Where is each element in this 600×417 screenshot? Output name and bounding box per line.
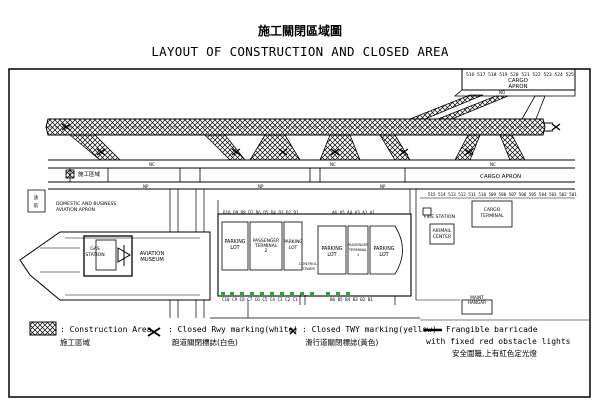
- page-title-chinese: 施工關閉區域圖: [257, 24, 342, 38]
- svg-text:NP: NP: [380, 184, 386, 189]
- map-frame: [8, 68, 591, 398]
- svg-text:NC: NC: [490, 162, 496, 167]
- cargo-apron-top: 516 517 518 519 520 521 522 523 524 525 …: [453, 69, 576, 97]
- cargo-apron-mid-stands: 515 514 513 512 511 510 509 508 507 506 …: [420, 192, 577, 199]
- stand-labels-mid-cargo: 515 514 513 512 511 510 509 508 507 506 …: [428, 192, 577, 197]
- legend-closed-twy-cn: 滑行道關閉標誌(黃色): [305, 337, 378, 347]
- svg-text:FIRE STATION: FIRE STATION: [424, 214, 455, 220]
- page-title-english: LAYOUT OF CONSTRUCTION AND CLOSED AREA: [151, 44, 449, 59]
- parallel-taxiway-nc: NC NC NC: [48, 134, 575, 169]
- legend-closed-twy-en: : Closed TWY marking(yellow): [302, 325, 437, 334]
- south-gates-c: C10 C9 C8 C7 C6 C5 C4 C3 C2 C1: [222, 297, 298, 302]
- legend-closed-rwy-cn: 跑道關閉標誌(白色): [172, 337, 238, 347]
- south-gates-b: B6 B5 B4 B3 B2 B1: [330, 297, 373, 302]
- legend-barricade-cn: 安全圍籬,上有紅色定光燈: [452, 348, 537, 358]
- legend-construction-en: : Construction Area: [60, 325, 152, 334]
- legend-barricade-en-2: with fixed red obstacle lights: [426, 337, 571, 346]
- fire-station: FIRE STATION: [422, 207, 455, 220]
- stand-labels-top-cargo: 516 517 518 519 520 521 522 523 524 525: [466, 72, 574, 78]
- svg-text:遠: 遠: [34, 194, 39, 201]
- closed-twy-marking-icon: [289, 327, 297, 335]
- legend-barricade-en-1: Frangible barricade: [446, 325, 538, 334]
- open-stands: [221, 292, 350, 296]
- svg-text:NC: NC: [149, 162, 155, 167]
- north-gates-d: D10 D9 D8 D7 D6 D5 D4 D3 D2 D1: [223, 210, 299, 215]
- construction-zone-small: 施工區域: [65, 169, 101, 179]
- north-gates-a: A6 A5 A4 A3 A2 A1: [332, 210, 375, 215]
- svg-text:NO: NO: [499, 90, 505, 95]
- cargo-apron-mid: CARGO APRON: [480, 174, 521, 180]
- taxiway-np: NP NP NP CARGO APRON: [48, 168, 575, 190]
- svg-text:NP: NP: [143, 184, 149, 189]
- closed-runway: [45, 118, 561, 136]
- terminal-complex: D10 D9 D8 D7 D6 D5 D4 D3 D2 D1 C10 C9 C8…: [217, 210, 412, 302]
- closed-link-taxiways-north: [409, 94, 546, 120]
- svg-text:施工區域: 施工區域: [78, 170, 101, 178]
- legend-closed-rwy-en: : Closed Rwy marking(white): [168, 325, 298, 334]
- closed-rwy-marking-icon: [147, 327, 161, 337]
- svg-text:NP: NP: [258, 184, 264, 189]
- legend: : Construction Area 施工區域 : Closed Rwy ma…: [29, 321, 571, 358]
- legend-construction-cn: 施工區域: [60, 337, 90, 347]
- legend-hatch-swatch: [29, 321, 57, 336]
- svg-text:航: 航: [34, 202, 39, 209]
- svg-text:NC: NC: [330, 162, 336, 167]
